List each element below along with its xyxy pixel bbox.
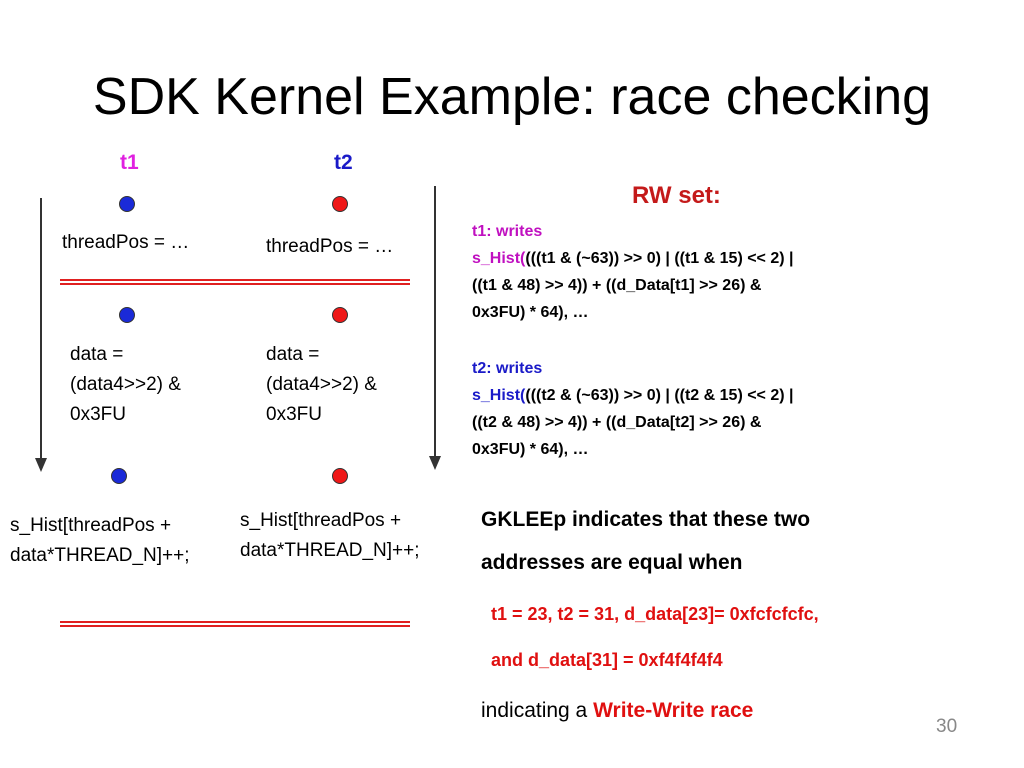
slide-title: SDK Kernel Example: race checking <box>92 68 932 126</box>
t1-step3-dot <box>111 468 127 484</box>
rw-t2-line1: s_Hist((((t2 & (~63)) >> 0) | ((t2 & 15)… <box>472 387 794 404</box>
t2-step1-dot <box>332 196 348 212</box>
t1-label: t1 <box>120 151 139 174</box>
barrier-line-2 <box>60 621 410 627</box>
t1-step2-dot <box>119 307 135 323</box>
t2-stmt-hist: s_Hist[threadPos + data*THREAD_N]++; <box>240 510 420 561</box>
race-result: indicating a Write-Write race <box>481 699 754 722</box>
t1-step1-dot <box>119 196 135 212</box>
t2-timeline <box>434 186 436 458</box>
t1-stmt-hist: s_Hist[threadPos + data*THREAD_N]++; <box>10 515 190 566</box>
rw-set-t1: t1: writes s_Hist((((t1 & (~63)) >> 0) |… <box>472 218 912 326</box>
condition-line-1: t1 = 23, t2 = 31, d_data[23]= 0xfcfcfcfc… <box>491 604 819 624</box>
t2-step2-dot <box>332 307 348 323</box>
barrier-line-1 <box>60 279 410 285</box>
rw-t1-header: t1: writes <box>472 223 543 240</box>
page-number: 30 <box>936 716 958 737</box>
rw-set-title: RW set: <box>632 182 721 209</box>
t1-timeline <box>40 198 42 460</box>
race-type: Write-Write race <box>593 699 754 722</box>
t1-timeline-arrowhead <box>35 458 47 472</box>
rw-set-t2: t2: writes s_Hist((((t2 & (~63)) >> 0) |… <box>472 355 912 463</box>
rw-t1-line1: s_Hist((((t1 & (~63)) >> 0) | ((t1 & 15)… <box>472 250 794 267</box>
t2-stmt-threadpos: threadPos = … <box>266 236 394 257</box>
t2-timeline-arrowhead <box>429 456 441 470</box>
t2-stmt-data: data = (data4>>2) & 0x3FU <box>266 344 377 425</box>
t1-stmt-data: data = (data4>>2) & 0x3FU <box>70 344 181 425</box>
t2-step3-dot <box>332 468 348 484</box>
t2-label: t2 <box>334 151 353 174</box>
conclusion-line-2: addresses are equal when <box>481 551 743 574</box>
condition-line-2: and d_data[31] = 0xf4f4f4f4 <box>491 650 723 670</box>
rw-t2-header: t2: writes <box>472 360 543 377</box>
t1-stmt-threadpos: threadPos = … <box>62 232 190 253</box>
conclusion-line-1: GKLEEp indicates that these two <box>481 508 811 531</box>
